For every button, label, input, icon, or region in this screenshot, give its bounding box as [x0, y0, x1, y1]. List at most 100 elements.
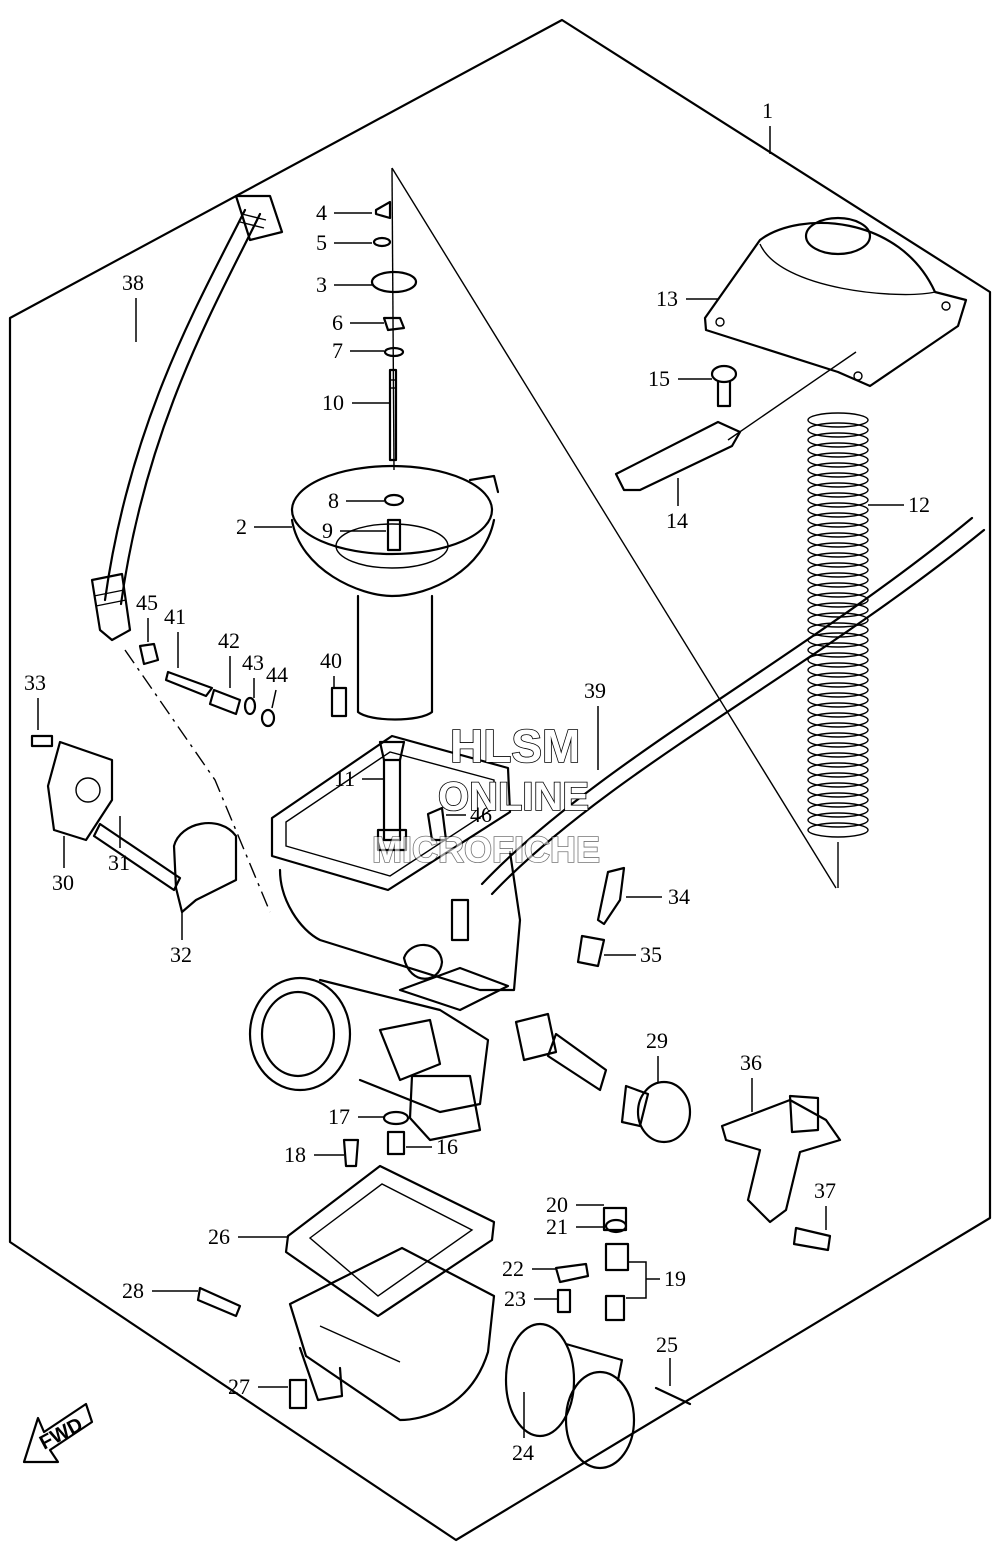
- svg-text:34: 34: [668, 884, 690, 909]
- callout-34[interactable]: 34: [626, 884, 690, 909]
- callout-26[interactable]: 26: [208, 1224, 288, 1249]
- svg-text:41: 41: [164, 604, 186, 629]
- callout-20[interactable]: 20: [546, 1192, 604, 1217]
- choke-plunger: [514, 1012, 692, 1144]
- callout-42[interactable]: 42: [218, 628, 240, 688]
- callout-21[interactable]: 21: [546, 1214, 604, 1239]
- float: [504, 1322, 636, 1470]
- callout-14[interactable]: 14: [666, 478, 688, 533]
- callout-6[interactable]: 6: [332, 310, 384, 335]
- svg-text:19: 19: [664, 1266, 686, 1291]
- callout-44[interactable]: 44: [266, 662, 288, 709]
- callout-4[interactable]: 4: [316, 200, 372, 225]
- svg-text:37: 37: [814, 1178, 836, 1203]
- callout-35[interactable]: 35: [604, 942, 662, 967]
- watermark: HLSM ONLINE MICROFICHE: [371, 719, 601, 871]
- callout-30[interactable]: 30: [52, 836, 74, 895]
- svg-text:39: 39: [584, 678, 606, 703]
- callout-9[interactable]: 9: [322, 518, 386, 543]
- callout-1[interactable]: 1: [762, 98, 773, 154]
- svg-text:21: 21: [546, 1214, 568, 1239]
- callout-37[interactable]: 37: [814, 1178, 836, 1230]
- svg-text:26: 26: [208, 1224, 230, 1249]
- callout-29[interactable]: 29: [646, 1028, 668, 1082]
- callout-40[interactable]: 40: [320, 648, 342, 688]
- svg-text:25: 25: [656, 1332, 678, 1357]
- piston-diaphragm: [290, 464, 500, 721]
- svg-text:16: 16: [436, 1134, 458, 1159]
- callout-38[interactable]: 38: [122, 270, 144, 342]
- callout-33[interactable]: 33: [24, 670, 46, 730]
- callout-27[interactable]: 27: [228, 1374, 288, 1399]
- callout-7[interactable]: 7: [332, 338, 384, 363]
- callout-10[interactable]: 10: [322, 390, 390, 415]
- svg-text:4: 4: [316, 200, 327, 225]
- carburetor-body: [248, 734, 522, 1142]
- svg-text:9: 9: [322, 518, 333, 543]
- svg-text:36: 36: [740, 1050, 762, 1075]
- callout-28[interactable]: 28: [122, 1278, 198, 1303]
- bowl-screw-28: [196, 1286, 242, 1318]
- svg-text:43: 43: [242, 650, 264, 675]
- cable-guide-line: [124, 649, 271, 913]
- callout-5[interactable]: 5: [316, 230, 372, 255]
- callout-25[interactable]: 25: [656, 1332, 678, 1386]
- svg-text:24: 24: [512, 1440, 534, 1465]
- callout-41[interactable]: 41: [164, 604, 186, 668]
- svg-text:31: 31: [108, 850, 130, 875]
- callout-3[interactable]: 3: [316, 272, 372, 297]
- svg-text:14: 14: [666, 508, 688, 533]
- callout-17[interactable]: 17: [328, 1104, 384, 1129]
- svg-text:17: 17: [328, 1104, 350, 1129]
- svg-text:18: 18: [284, 1142, 306, 1167]
- callout-18[interactable]: 18: [284, 1142, 344, 1167]
- callout-22[interactable]: 22: [502, 1256, 556, 1281]
- jet-needle: [388, 368, 398, 462]
- svg-text:HLSM: HLSM: [450, 720, 580, 772]
- cover-spring-set: [30, 734, 238, 914]
- callout-43[interactable]: 43: [242, 650, 264, 698]
- drain-screw-27: [288, 1378, 308, 1410]
- callout-23[interactable]: 23: [504, 1286, 558, 1311]
- callout-46[interactable]: 46: [446, 802, 492, 827]
- callout-12[interactable]: 12: [868, 492, 930, 517]
- callout-31[interactable]: 31: [108, 816, 130, 875]
- float-bowl-gasket-inner: [308, 1183, 474, 1297]
- cap-screw: [710, 364, 738, 408]
- callout-19[interactable]: 19: [626, 1261, 686, 1299]
- svg-text:40: 40: [320, 648, 342, 673]
- callout-15[interactable]: 15: [648, 366, 712, 391]
- callout-2[interactable]: 2: [236, 514, 292, 539]
- svg-text:5: 5: [316, 230, 327, 255]
- vent-tube-edge: [490, 528, 986, 896]
- svg-text:1: 1: [762, 98, 773, 123]
- callout-32[interactable]: 32: [170, 912, 192, 967]
- svg-text:30: 30: [52, 870, 74, 895]
- needle-valve-set: [554, 1206, 630, 1322]
- pilot-screw: [426, 806, 448, 842]
- needle-jet-holder: [376, 740, 408, 852]
- callout-11[interactable]: 11: [334, 766, 384, 791]
- callout-36[interactable]: 36: [740, 1050, 762, 1112]
- needle-retainer-stack: [370, 200, 418, 552]
- callout-13[interactable]: 13: [656, 286, 718, 311]
- svg-text:44: 44: [266, 662, 288, 687]
- guide-line-top: [391, 167, 837, 889]
- svg-text:29: 29: [646, 1028, 668, 1053]
- svg-text:23: 23: [504, 1286, 526, 1311]
- svg-text:42: 42: [218, 628, 240, 653]
- callout-24[interactable]: 24: [512, 1392, 534, 1465]
- svg-text:32: 32: [170, 942, 192, 967]
- svg-text:28: 28: [122, 1278, 144, 1303]
- assembly-boundary: [8, 18, 992, 1542]
- svg-text:20: 20: [546, 1192, 568, 1217]
- svg-text:7: 7: [332, 338, 343, 363]
- callout-45[interactable]: 45: [136, 590, 158, 642]
- idle-screw-set: [138, 642, 276, 728]
- callout-39[interactable]: 39: [584, 678, 606, 770]
- callout-8[interactable]: 8: [328, 488, 384, 513]
- jet-18: [342, 1138, 360, 1168]
- callout-16[interactable]: 16: [406, 1134, 458, 1159]
- svg-text:MICROFICHE: MICROFICHE: [372, 829, 600, 870]
- svg-text:33: 33: [24, 670, 46, 695]
